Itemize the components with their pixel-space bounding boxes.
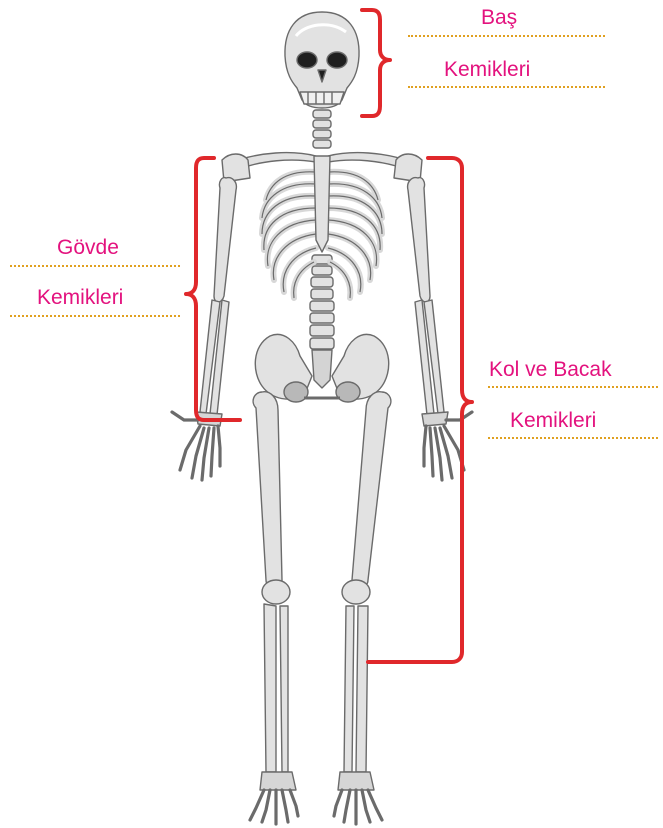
left-foot — [250, 790, 298, 824]
trunk-dotted-line-1 — [10, 265, 180, 267]
left-arm — [196, 178, 236, 426]
limbs-label-line-1: Kol ve Bacak — [489, 359, 612, 380]
limbs-dotted-line-1 — [488, 386, 658, 388]
right-arm — [408, 178, 448, 426]
right-foot — [334, 790, 382, 824]
trunk-label-line-1: Gövde — [57, 237, 119, 258]
trunk-label-line-2: Kemikleri — [37, 287, 123, 308]
left-leg — [253, 392, 296, 790]
head-bracket — [362, 10, 390, 116]
limbs-label-line-2: Kemikleri — [510, 410, 596, 431]
skull — [285, 12, 359, 108]
trunk-dotted-line-2 — [10, 315, 180, 317]
sternum — [314, 156, 330, 252]
head-dotted-line-2 — [408, 86, 605, 88]
head-dotted-line-1 — [408, 35, 605, 37]
limbs-dotted-line-2 — [488, 437, 658, 439]
right-leg — [338, 392, 391, 790]
head-label-line-2: Kemikleri — [444, 59, 530, 80]
head-label-line-1: Baş — [481, 7, 517, 28]
